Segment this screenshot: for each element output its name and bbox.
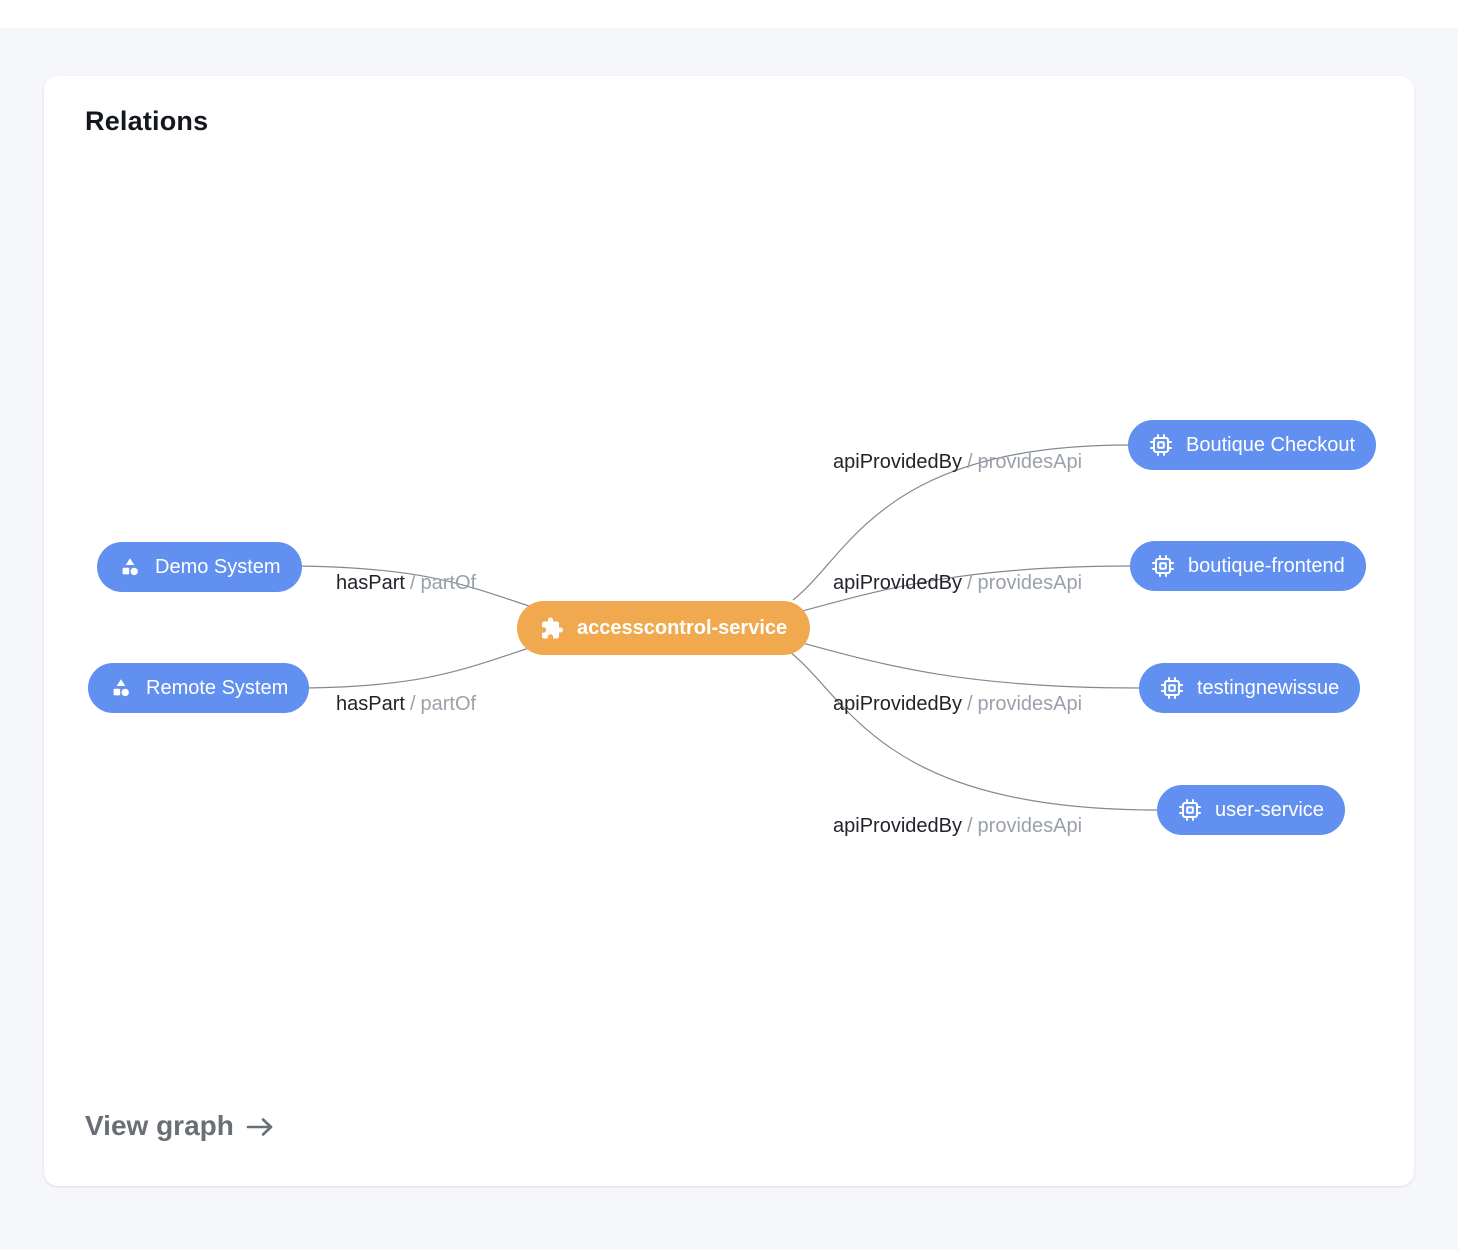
view-graph-label: View graph xyxy=(85,1110,234,1141)
relation-name: apiProvidedBy xyxy=(833,451,962,473)
api-chip-icon xyxy=(1160,676,1184,700)
relations-card: Relations hasPart/partOf hasPart/partOf … xyxy=(44,76,1414,1186)
api-chip-icon xyxy=(1151,554,1175,578)
edge-testingnewissue xyxy=(794,640,1140,689)
node-accesscontrol-service[interactable]: accesscontrol-service xyxy=(517,601,811,655)
arrow-right-icon xyxy=(245,1113,275,1139)
node-label: testingnewissue xyxy=(1197,676,1340,699)
node-boutique-frontend[interactable]: boutique-frontend xyxy=(1130,541,1366,591)
relation-name: apiProvidedBy xyxy=(833,815,962,837)
node-testingnewissue[interactable]: testingnewissue xyxy=(1139,663,1361,713)
relation-name: apiProvidedBy xyxy=(833,693,962,715)
inverse-relation-name: partOf xyxy=(420,572,477,594)
api-chip-icon xyxy=(1149,433,1173,457)
inverse-relation-name: providesApi xyxy=(977,815,1083,837)
node-remote-system[interactable]: Remote System xyxy=(88,663,310,713)
relation-separator: / xyxy=(409,572,416,594)
node-label: accesscontrol-service xyxy=(577,616,788,639)
node-label: Boutique Checkout xyxy=(1186,433,1356,456)
inverse-relation-name: providesApi xyxy=(977,693,1083,715)
edge-remote-system xyxy=(300,645,536,689)
system-shapes-icon xyxy=(118,555,142,579)
inverse-relation-name: providesApi xyxy=(977,572,1083,594)
relation-separator: / xyxy=(409,693,416,715)
relation-name: hasPart xyxy=(336,693,405,715)
edge-label-apiprovidedby-3: apiProvidedBy/providesApi xyxy=(833,692,1082,716)
puzzle-piece-icon xyxy=(540,616,564,640)
system-shapes-icon xyxy=(109,676,133,700)
view-graph-link[interactable]: View graph xyxy=(85,1110,275,1142)
node-label: Remote System xyxy=(146,676,289,699)
node-label: boutique-frontend xyxy=(1188,554,1345,577)
node-label: user-service xyxy=(1215,798,1324,821)
edge-label-apiprovidedby-2: apiProvidedBy/providesApi xyxy=(833,571,1082,595)
relation-name: apiProvidedBy xyxy=(833,572,962,594)
card-title: Relations xyxy=(85,106,209,136)
edge-label-haspart-2: hasPart/partOf xyxy=(336,692,476,716)
node-label: Demo System xyxy=(155,555,281,578)
api-chip-icon xyxy=(1178,798,1202,822)
edge-user-service xyxy=(789,651,1158,811)
relation-name: hasPart xyxy=(336,572,405,594)
edge-label-haspart-1: hasPart/partOf xyxy=(336,571,476,595)
relation-separator: / xyxy=(966,451,973,473)
node-user-service[interactable]: user-service xyxy=(1157,785,1345,835)
relation-separator: / xyxy=(966,572,973,594)
inverse-relation-name: providesApi xyxy=(977,451,1083,473)
node-boutique-checkout[interactable]: Boutique Checkout xyxy=(1128,420,1377,470)
relation-separator: / xyxy=(966,815,973,837)
node-demo-system[interactable]: Demo System xyxy=(97,542,302,592)
edge-label-apiprovidedby-1: apiProvidedBy/providesApi xyxy=(833,450,1082,474)
relation-separator: / xyxy=(966,693,973,715)
edge-label-apiprovidedby-4: apiProvidedBy/providesApi xyxy=(833,814,1082,838)
inverse-relation-name: partOf xyxy=(420,693,477,715)
